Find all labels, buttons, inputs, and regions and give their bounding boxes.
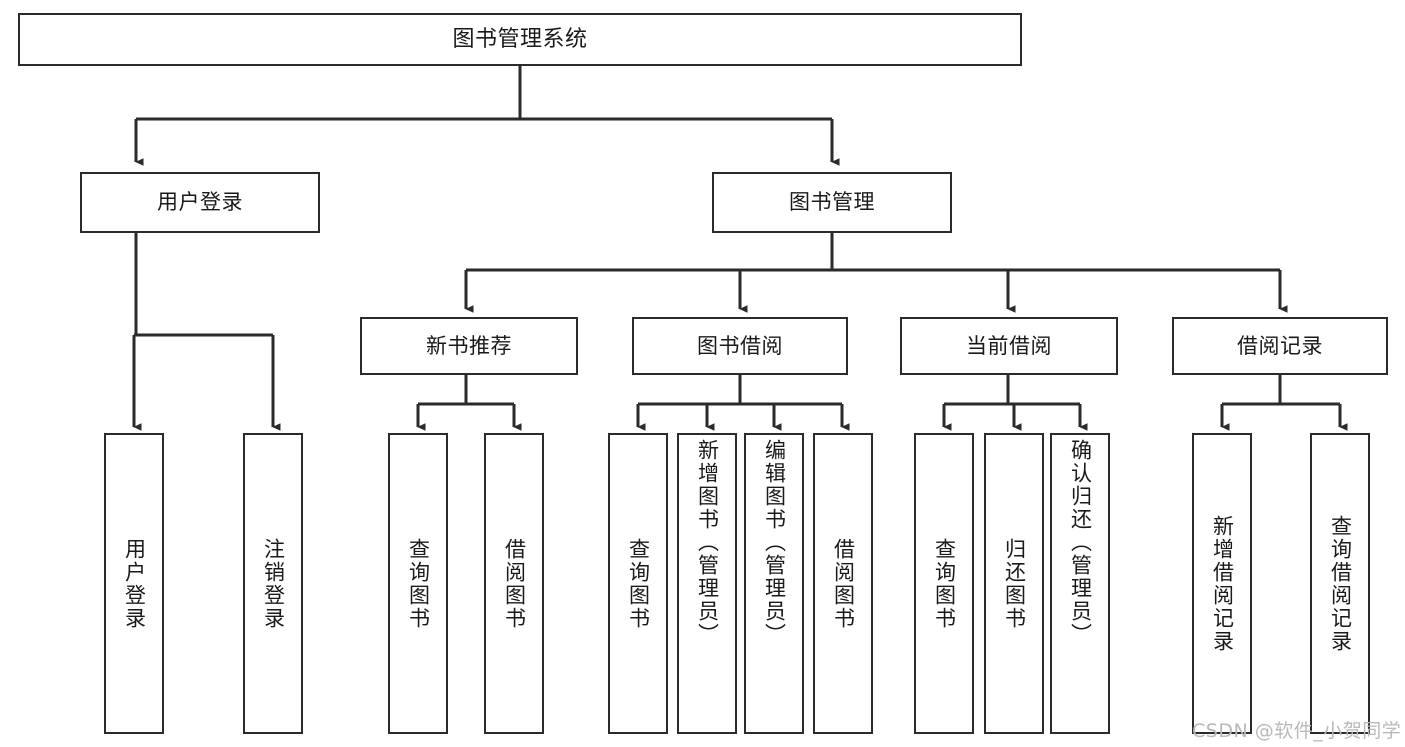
- leaf-label: 查询图书: [932, 537, 957, 630]
- leaf-borrow-record-query-record[interactable]: 查询借阅记录: [1310, 433, 1370, 734]
- leaf-label: 确认归还（管理员）: [1068, 439, 1093, 646]
- node-label: 图书管理: [789, 190, 875, 215]
- leaf-label: 查询图书: [626, 537, 651, 630]
- node-label: 新书推荐: [426, 333, 512, 358]
- leaf-new-book-borrow-book[interactable]: 借阅图书: [484, 433, 544, 734]
- node-new-book-recommend[interactable]: 新书推荐: [360, 317, 578, 375]
- node-book-management-system[interactable]: 图书管理系统: [18, 13, 1022, 66]
- leaf-new-book-query-book[interactable]: 查询图书: [388, 433, 448, 734]
- node-label: 当前借阅: [966, 333, 1052, 358]
- leaf-label: 用户登录: [122, 537, 147, 630]
- leaf-current-borrow-confirm-return-admin[interactable]: 确认归还（管理员）: [1050, 433, 1110, 734]
- node-current-borrow[interactable]: 当前借阅: [900, 317, 1118, 375]
- leaf-label: 查询图书: [406, 537, 431, 630]
- leaf-label: 新增图书（管理员）: [695, 439, 720, 646]
- leaf-label: 归还图书: [1002, 537, 1027, 630]
- leaf-borrow-record-add-record[interactable]: 新增借阅记录: [1192, 433, 1252, 734]
- node-user-login[interactable]: 用户登录: [80, 172, 320, 233]
- node-book-management[interactable]: 图书管理: [712, 172, 952, 233]
- leaf-label: 借阅图书: [831, 537, 856, 630]
- node-label: 图书借阅: [697, 333, 783, 358]
- csdn-watermark: CSDN @软件_小贺同学: [1192, 720, 1402, 742]
- leaf-logout[interactable]: 注销登录: [243, 433, 303, 734]
- leaf-book-borrow-borrow-book[interactable]: 借阅图书: [813, 433, 873, 734]
- leaf-label: 编辑图书（管理员）: [762, 439, 787, 646]
- node-borrow-record[interactable]: 借阅记录: [1172, 317, 1388, 375]
- node-book-borrow[interactable]: 图书借阅: [632, 317, 848, 375]
- leaf-user-login[interactable]: 用户登录: [104, 433, 164, 734]
- leaf-book-borrow-add-book-admin[interactable]: 新增图书（管理员）: [677, 433, 737, 734]
- node-label: 用户登录: [157, 190, 243, 215]
- leaf-label: 查询借阅记录: [1328, 514, 1353, 653]
- leaf-book-borrow-edit-book-admin[interactable]: 编辑图书（管理员）: [744, 433, 804, 734]
- leaf-book-borrow-query-book[interactable]: 查询图书: [608, 433, 668, 734]
- leaf-label: 借阅图书: [502, 537, 527, 630]
- node-label: 图书管理系统: [452, 26, 588, 52]
- leaf-current-borrow-return-book[interactable]: 归还图书: [984, 433, 1044, 734]
- leaf-current-borrow-query-book[interactable]: 查询图书: [914, 433, 974, 734]
- leaf-label: 注销登录: [261, 537, 286, 630]
- leaf-label: 新增借阅记录: [1210, 514, 1235, 653]
- node-label: 借阅记录: [1237, 333, 1323, 358]
